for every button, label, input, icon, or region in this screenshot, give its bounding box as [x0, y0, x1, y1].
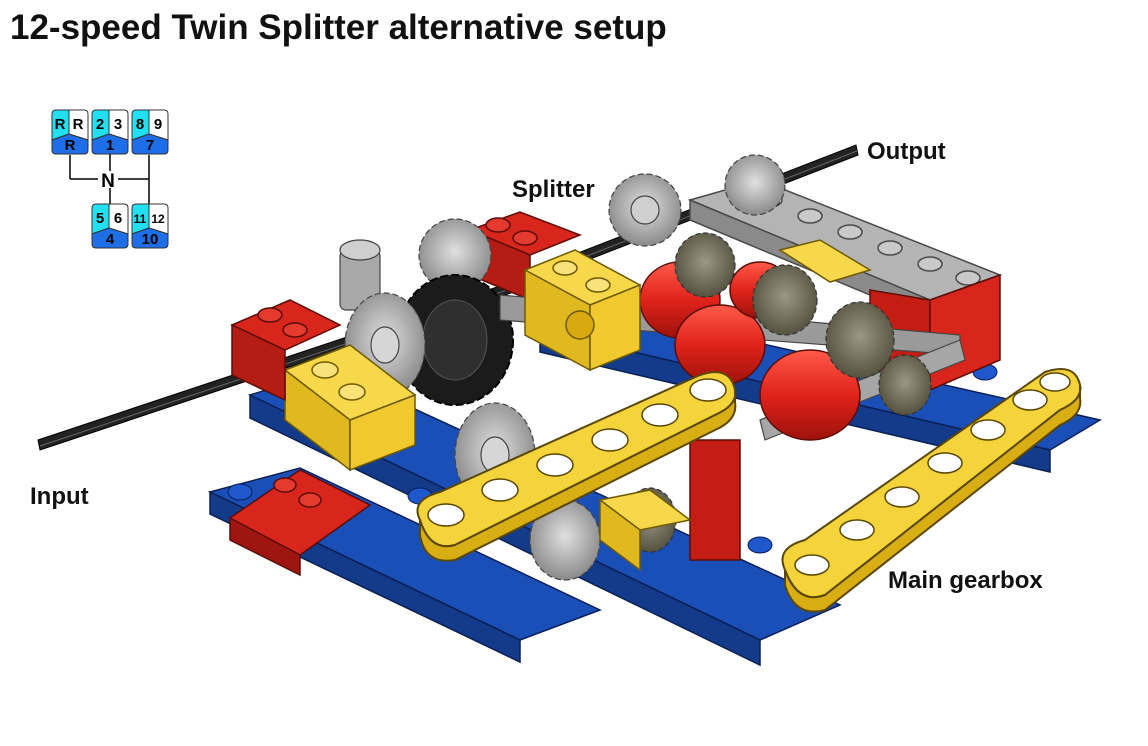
black-gear — [396, 274, 514, 406]
yellow-bricks — [283, 239, 872, 572]
shift-position-7: 8 9 7 — [131, 109, 169, 155]
split-high-label: 3 — [114, 116, 122, 133]
yellow-liftarm-right — [781, 368, 1082, 613]
neutral-label: N — [101, 171, 115, 192]
red-upright-left — [230, 299, 342, 402]
split-low-label: 8 — [136, 116, 144, 133]
split-high-label: R — [73, 116, 84, 133]
shift-position-1: 2 3 1 — [91, 109, 129, 155]
base-gear-label: 4 — [106, 231, 115, 248]
shift-position-4: 5 6 4 — [91, 203, 129, 249]
splitter-label: Splitter — [512, 176, 595, 203]
gray-axle-pin — [339, 239, 381, 311]
base-gear-label: R — [65, 137, 76, 154]
red-plate-left — [228, 469, 372, 577]
base-gear-label: 1 — [106, 137, 114, 154]
main-gearbox-label: Main gearbox — [888, 567, 1043, 594]
input-label: Input — [30, 483, 89, 510]
split-low-label: 5 — [96, 210, 104, 227]
split-low-label: R — [55, 116, 66, 133]
split-low-label: 11 — [134, 212, 147, 226]
base-gear-label: 10 — [142, 231, 159, 248]
page-title: 12-speed Twin Splitter alternative setup — [10, 8, 667, 47]
output-label: Output — [867, 138, 946, 165]
base-gear-label: 7 — [146, 137, 154, 154]
split-high-label: 12 — [151, 212, 165, 226]
split-low-label: 2 — [96, 116, 104, 133]
shift-position-reverse: R R R — [51, 109, 89, 155]
splitter-gears-back — [418, 154, 786, 292]
split-high-label: 9 — [154, 116, 162, 133]
shift-position-10: 11 12 10 — [131, 203, 169, 249]
split-high-label: 6 — [114, 210, 122, 227]
yellow-liftarm-front — [416, 371, 737, 562]
shift-pattern-diagram: N R R R 2 3 1 8 9 7 — [51, 109, 169, 249]
